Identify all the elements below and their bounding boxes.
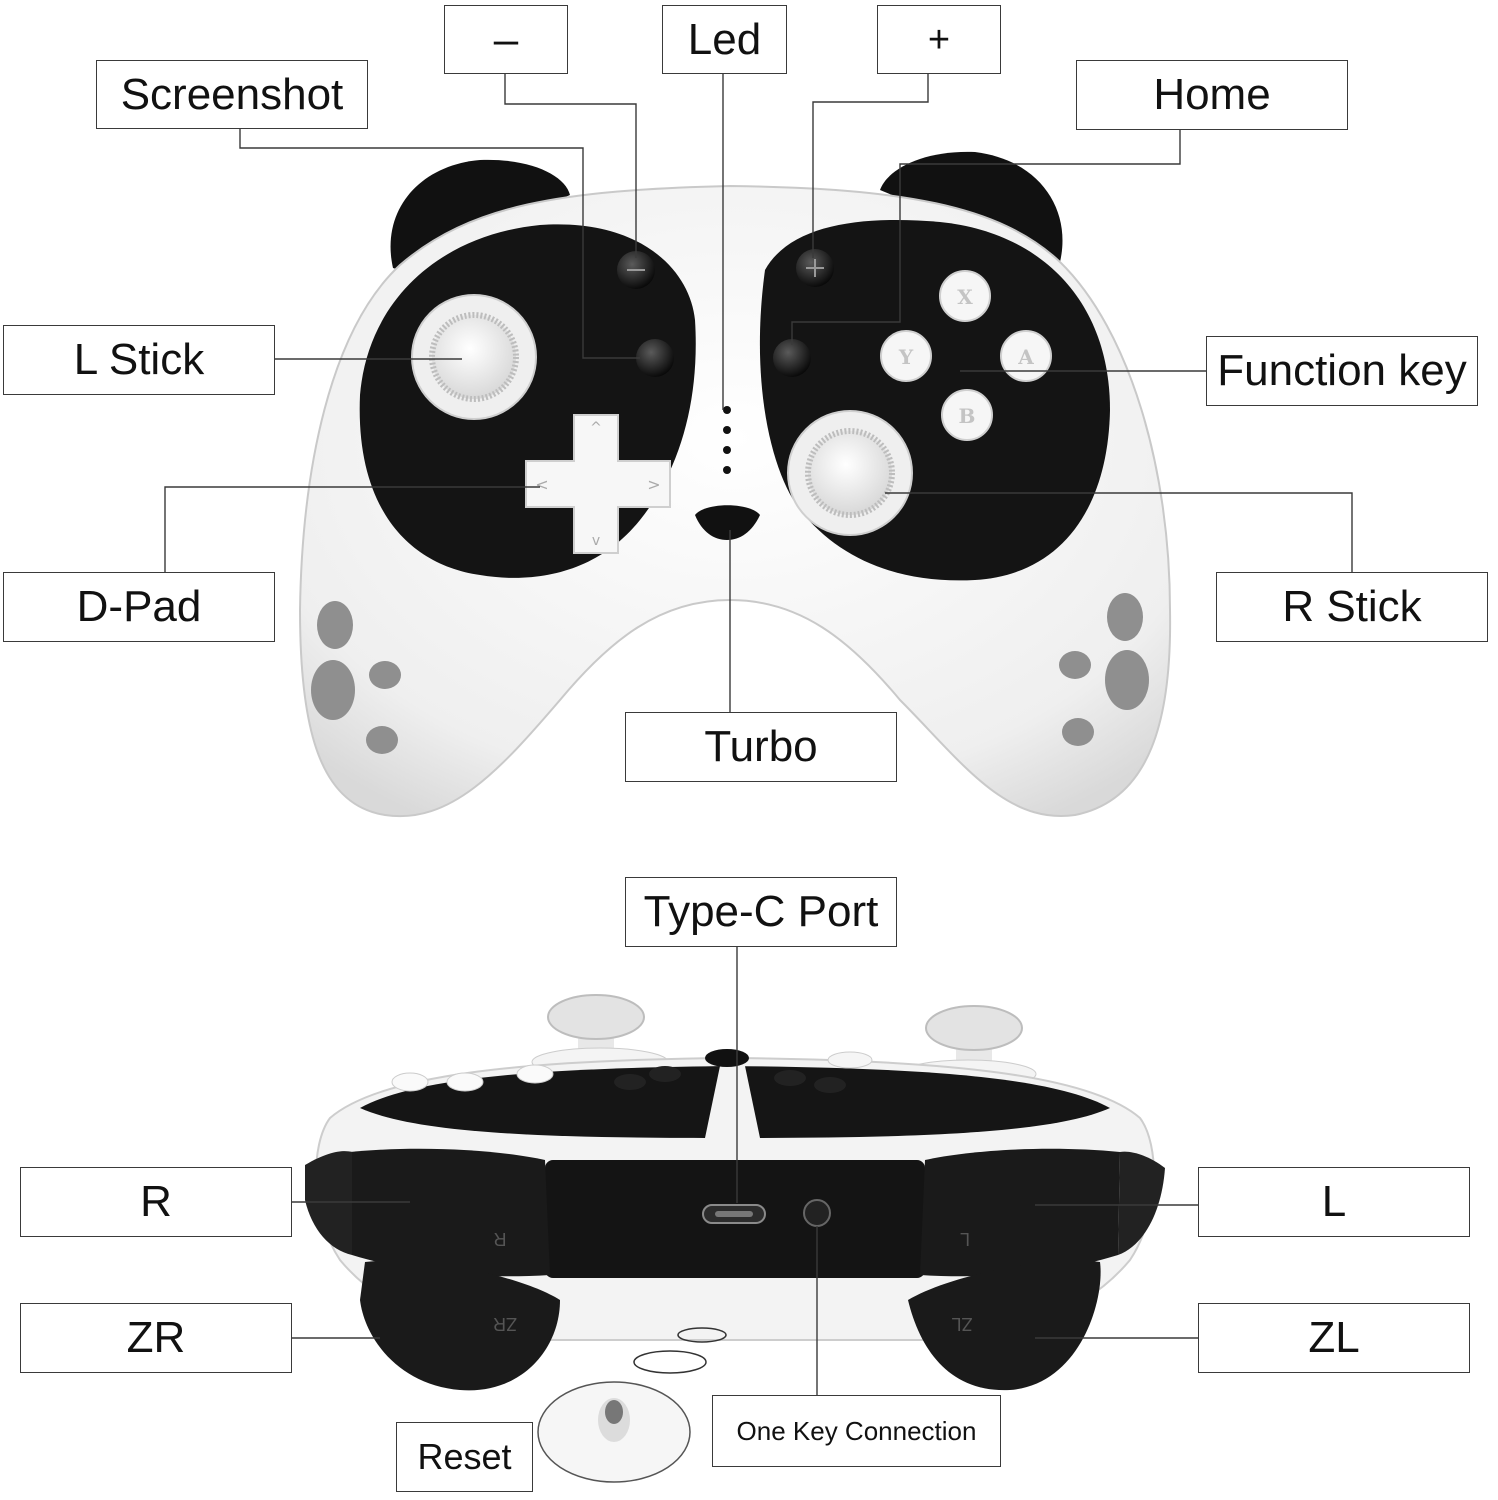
zl-trigger-mark: ZL (951, 1314, 972, 1334)
r-label-text: R (140, 1177, 172, 1226)
zr-trigger (360, 1260, 560, 1391)
minus-label-text: – (493, 14, 519, 64)
one-key-connection-label: One Key Connection (712, 1395, 1001, 1467)
controller-front-view: ^ v < > X Y A B (298, 151, 1172, 818)
l-bumper (920, 1148, 1120, 1277)
l-stick-label-text: L Stick (73, 335, 205, 384)
screenshot-label: Screenshot (96, 60, 368, 129)
svg-text:v: v (592, 533, 600, 549)
l-bumper-mark: L (960, 1229, 970, 1249)
l-label: L (1198, 1167, 1470, 1237)
zl-label-text: ZL (1308, 1313, 1360, 1362)
zr-trigger-mark: ZR (493, 1314, 517, 1334)
turbo-label-text: Turbo (704, 722, 818, 771)
screenshot-label-text: Screenshot (120, 69, 344, 119)
x-button (939, 270, 991, 322)
x-button-mark: X (957, 285, 973, 309)
svg-text:<: < (535, 475, 548, 494)
y-button (880, 330, 932, 382)
connection-button (803, 1199, 831, 1227)
r-bumper-mark: R (494, 1229, 507, 1249)
reset-label: Reset (396, 1422, 533, 1492)
b-button-mark: B (959, 404, 976, 428)
home-label-text: Home (1153, 70, 1271, 119)
b-button (941, 389, 993, 441)
screenshot-button (636, 339, 674, 377)
controller-top-view: R L ZR ZL (305, 994, 1165, 1483)
a-button-mark: A (1017, 345, 1034, 369)
r-stick-label: R Stick (1216, 572, 1488, 642)
svg-text:^: ^ (590, 420, 602, 436)
zl-label: ZL (1198, 1303, 1470, 1373)
zr-label-text: ZR (126, 1313, 186, 1362)
plus-label: + (877, 5, 1001, 74)
y-button-mark: Y (898, 345, 914, 369)
type-c-port-label: Type-C Port (625, 877, 897, 947)
right-paw-print (1059, 593, 1149, 746)
svg-text:>: > (647, 475, 660, 494)
left-paw-print (311, 601, 401, 754)
led-label: Led (662, 5, 787, 74)
one-key-connection-label-text: One Key Connection (736, 1416, 977, 1446)
r-label: R (20, 1167, 292, 1237)
zl-trigger (908, 1260, 1101, 1391)
l-stick-label: L Stick (3, 325, 275, 395)
l-label-text: L (1321, 1177, 1347, 1226)
turbo-label: Turbo (625, 712, 897, 782)
minus-label: – (444, 5, 568, 74)
d-pad (525, 414, 671, 554)
function-key-label-text: Function key (1217, 346, 1467, 395)
home-label: Home (1076, 60, 1348, 130)
plus-label-text: + (927, 18, 951, 61)
a-button (1000, 330, 1052, 382)
function-key-label: Function key (1206, 336, 1478, 406)
zr-label: ZR (20, 1303, 292, 1373)
r-bumper (350, 1148, 550, 1277)
d-pad-label: D-Pad (3, 572, 275, 642)
led-label-text: Led (687, 14, 762, 64)
reset-label-text: Reset (417, 1436, 512, 1477)
type-c-port-label-text: Type-C Port (643, 887, 879, 936)
home-button (773, 339, 811, 377)
leader-lines (164, 74, 1353, 1395)
turbo-button (695, 505, 760, 540)
r-stick-label-text: R Stick (1282, 582, 1422, 631)
d-pad-label-text: D-Pad (76, 582, 202, 631)
